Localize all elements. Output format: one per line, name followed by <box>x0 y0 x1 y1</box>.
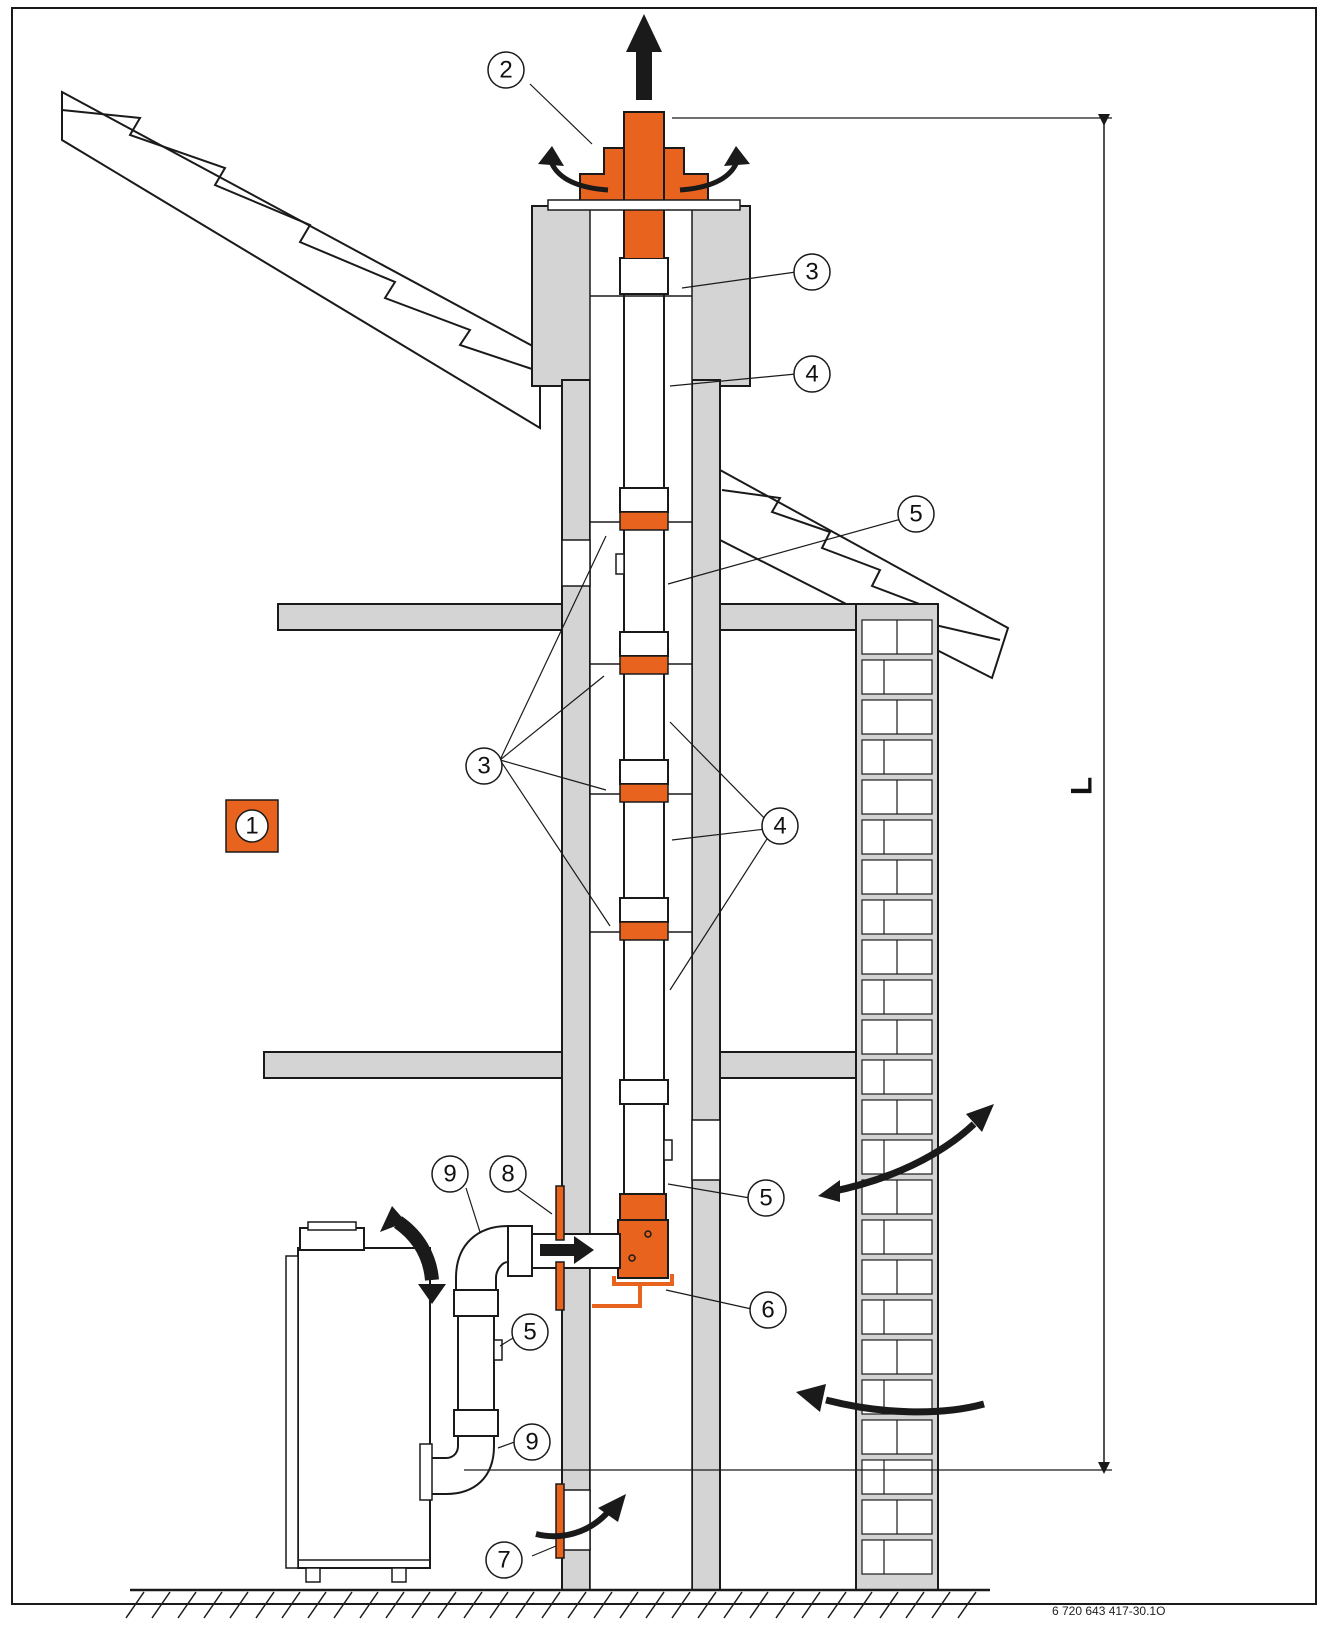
ground-hatch <box>281 1591 301 1619</box>
svg-text:8: 8 <box>501 1161 514 1188</box>
brick <box>861 739 933 775</box>
brick-wall <box>855 603 939 1591</box>
boiler <box>285 1221 433 1583</box>
dimension-length: L <box>464 114 1112 1474</box>
callout-5-top: 5 <box>897 495 935 533</box>
svg-text:6: 6 <box>761 1297 774 1324</box>
svg-text:5: 5 <box>909 501 922 528</box>
ground-hatch <box>125 1591 145 1619</box>
leader-lines <box>465 83 913 1557</box>
brick <box>861 1459 933 1495</box>
ground-hatch <box>671 1591 691 1619</box>
ground-hatch <box>905 1591 925 1619</box>
svg-text:4: 4 <box>805 361 818 388</box>
pipe-sockets <box>615 257 673 1161</box>
svg-text:4: 4 <box>773 813 786 840</box>
ground-hatch <box>359 1591 379 1619</box>
brick <box>861 659 933 695</box>
ground-hatch <box>541 1591 561 1619</box>
ground <box>125 1588 990 1619</box>
svg-text:5: 5 <box>523 1319 536 1346</box>
brick <box>861 1059 933 1095</box>
ground-hatch <box>567 1591 587 1619</box>
ground-hatch <box>593 1591 613 1619</box>
floors <box>263 603 857 1079</box>
ground-hatch <box>957 1591 977 1619</box>
ground-hatch <box>827 1591 847 1619</box>
brick <box>861 1539 933 1575</box>
svg-text:3: 3 <box>477 753 490 780</box>
brick <box>861 979 933 1015</box>
ground-hatch <box>437 1591 457 1619</box>
wall-rosettes <box>555 1185 565 1559</box>
support-elbow <box>592 1193 674 1308</box>
orange-pipe-collars <box>619 511 669 941</box>
exhaust-arrows <box>538 14 750 193</box>
figure-reference-code: 6 720 643 417-30.1O <box>1052 1604 1166 1618</box>
callout-8: 8 <box>489 1155 527 1193</box>
callout-6: 6 <box>749 1291 787 1329</box>
ground-hatch <box>489 1591 509 1619</box>
ground-hatch <box>385 1591 405 1619</box>
ground-hatch <box>749 1591 769 1619</box>
connection-pipe <box>425 1224 621 1495</box>
ground-hatch <box>697 1591 717 1619</box>
dimension-label: L <box>1066 777 1099 795</box>
chimney-cap <box>547 111 741 259</box>
callout-3-top: 3 <box>793 253 831 291</box>
ground-hatch <box>879 1591 899 1619</box>
ground-hatch <box>411 1591 431 1619</box>
brick <box>861 1299 933 1335</box>
ground-hatch <box>931 1591 951 1619</box>
ground-hatch <box>853 1591 873 1619</box>
callout-4-middle: 4 <box>761 807 799 845</box>
callout-9-lower: 9 <box>513 1423 551 1461</box>
ground-hatch <box>333 1591 353 1619</box>
left-roof <box>61 90 541 430</box>
callout-4-top: 4 <box>793 355 831 393</box>
svg-text:7: 7 <box>497 1547 510 1574</box>
brick <box>861 1219 933 1255</box>
callout-3-middle: 3 <box>465 747 503 785</box>
ground-hatch <box>307 1591 327 1619</box>
ground-hatch <box>801 1591 821 1619</box>
svg-text:9: 9 <box>443 1161 456 1188</box>
diagram-frame <box>11 7 1317 1605</box>
brick <box>861 819 933 855</box>
ground-hatch <box>255 1591 275 1619</box>
svg-text:2: 2 <box>499 57 512 84</box>
ground-hatch <box>723 1591 743 1619</box>
ground-hatch <box>619 1591 639 1619</box>
ground-hatch <box>775 1591 795 1619</box>
svg-text:1: 1 <box>245 813 258 840</box>
svg-text:5: 5 <box>759 1185 772 1212</box>
ground-hatch <box>203 1591 223 1619</box>
ground-hatch <box>177 1591 197 1619</box>
callout-5-lower: 5 <box>747 1179 785 1217</box>
ground-hatch <box>229 1591 249 1619</box>
callout-7: 7 <box>485 1541 523 1579</box>
callout-2: 2 <box>487 51 525 89</box>
badge-1: 1 <box>225 799 279 853</box>
air-flow-arrows <box>380 1104 994 1540</box>
brick <box>861 899 933 935</box>
ground-hatch <box>151 1591 171 1619</box>
callout-9-upper: 9 <box>431 1155 469 1193</box>
svg-text:3: 3 <box>805 259 818 286</box>
ground-hatch <box>463 1591 483 1619</box>
ground-hatch <box>645 1591 665 1619</box>
ground-hatch <box>515 1591 535 1619</box>
flue-pipe-column <box>623 249 665 1201</box>
callout-5-boiler: 5 <box>511 1313 549 1351</box>
svg-text:9: 9 <box>525 1429 538 1456</box>
